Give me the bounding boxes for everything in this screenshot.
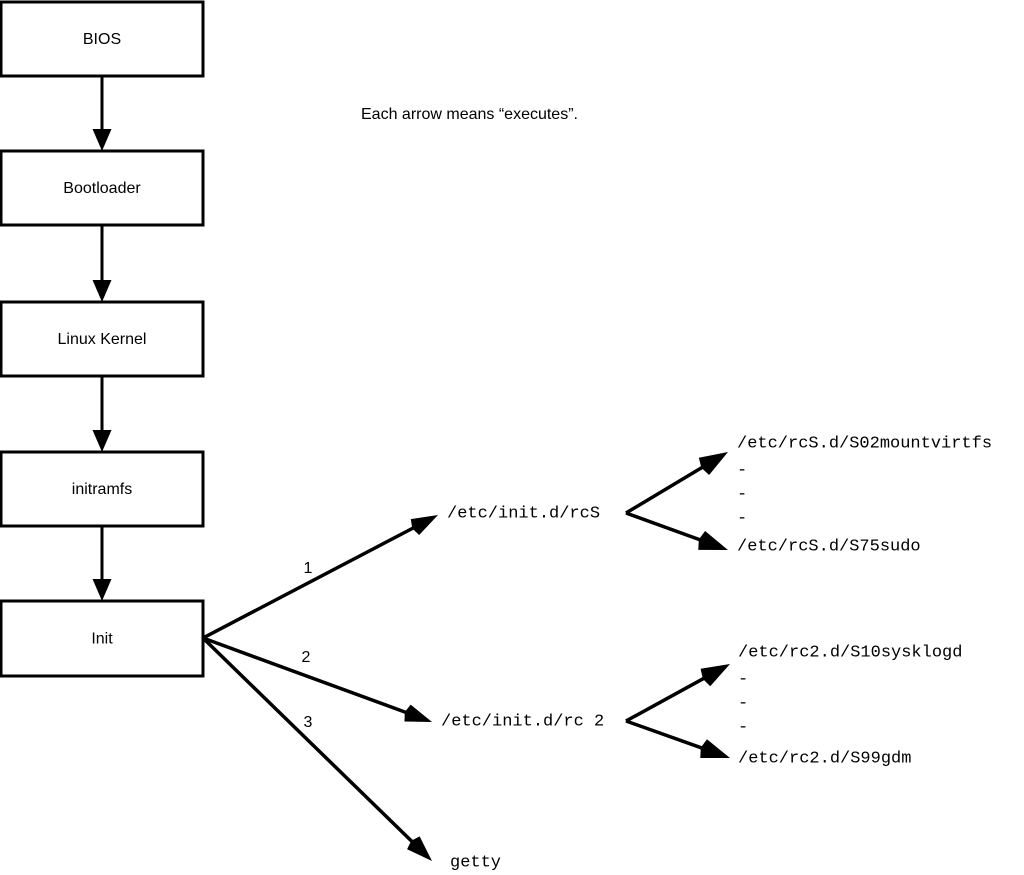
fan-arrow-top-fan-rcs-head — [698, 452, 728, 475]
branch-arrow-branch-2-head — [404, 704, 432, 722]
script-fan-group: /etc/rcS.d/S02mountvirtfs/etc/rcS.d/S75s… — [625, 434, 992, 768]
init-branch-branch-3: 3 getty — [201, 636, 501, 872]
process-box-kernel: Linux Kernel — [0, 300, 205, 378]
fan-arrow-bottom-fan-rc2-head — [700, 739, 730, 759]
branch-arrow-branch-1-head — [410, 515, 438, 536]
script-fan-fan-rc2: /etc/rc2.d/S10sysklogd/etc/rc2.d/S99gdm -… — [625, 643, 962, 768]
process-box-init: Init — [0, 599, 205, 678]
fan-ellipsis-dash-fan-rc2-1: - — [738, 694, 748, 713]
box-outline-bios — [0, 0, 205, 78]
arrow-initramfs-to-init — [92, 526, 112, 601]
branch-target-label-branch-3: getty — [450, 853, 501, 872]
fan-ellipsis-dash-fan-rcs-0: - — [737, 461, 747, 480]
box-outline-init — [0, 599, 205, 678]
arrow-head-bootloader-to-kernel — [92, 280, 112, 302]
box-label-initramfs: initramfs — [72, 481, 132, 498]
branch-arrow-branch-3-stem — [201, 636, 419, 848]
branch-arrow-branch-2-stem — [202, 636, 413, 717]
box-label-init: Init — [91, 631, 113, 648]
fan-arrow-top-fan-rc2-head — [700, 664, 730, 687]
arrow-head-bios-to-bootloader — [92, 129, 112, 151]
branch-number-branch-1: 1 — [304, 560, 313, 577]
vertical-arrow-group — [92, 76, 112, 601]
box-label-bios: BIOS — [83, 31, 121, 48]
arrow-head-kernel-to-initramfs — [92, 430, 112, 452]
init-branch-branch-1: 1/etc/init.d/rcS — [202, 504, 600, 640]
fan-ellipsis-dash-fan-rcs-2: - — [737, 509, 747, 528]
box-outline-kernel — [0, 300, 205, 378]
fan-arrow-bottom-fan-rc2-stem — [625, 719, 709, 752]
box-label-kernel: Linux Kernel — [58, 331, 147, 348]
fan-last-label-fan-rc2: /etc/rc2.d/S99gdm — [738, 749, 911, 768]
arrow-kernel-to-initramfs — [92, 376, 112, 452]
box-label-bootloader: Bootloader — [63, 180, 141, 197]
branch-target-label-branch-2: /etc/init.d/rc 2 — [441, 712, 604, 731]
fan-arrow-bottom-fan-rcs-head — [698, 531, 728, 550]
branch-target-label-branch-1: /etc/init.d/rcS — [447, 504, 600, 523]
fan-arrow-top-fan-rcs-stem — [625, 462, 710, 515]
fan-first-label-fan-rc2: /etc/rc2.d/S10sysklogd — [738, 643, 962, 662]
arrow-bios-to-bootloader — [92, 76, 112, 151]
diagram-caption: Each arrow means “executes”. — [361, 106, 578, 123]
process-box-initramfs: initramfs — [0, 450, 205, 528]
fan-ellipsis-dash-fan-rc2-2: - — [738, 718, 748, 737]
fan-arrow-top-fan-rc2-stem — [625, 673, 711, 723]
branch-number-branch-2: 2 — [302, 649, 311, 666]
process-box-bios: BIOS — [0, 0, 205, 78]
arrow-head-initramfs-to-init — [92, 579, 112, 601]
branch-number-branch-3: 3 — [304, 714, 313, 731]
branch-arrow-branch-3-head — [407, 836, 432, 861]
fan-last-label-fan-rcs: /etc/rcS.d/S75sudo — [737, 537, 921, 556]
init-branch-branch-2: 2/etc/init.d/rc 2 — [202, 636, 604, 731]
fan-ellipsis-dash-fan-rcs-1: - — [737, 485, 747, 504]
fan-arrow-bottom-fan-rcs-stem — [625, 511, 707, 544]
fan-ellipsis-dash-fan-rc2-0: - — [738, 670, 748, 689]
process-box-bootloader: Bootloader — [0, 149, 205, 227]
branch-arrow-branch-1-stem — [202, 523, 421, 640]
arrow-bootloader-to-kernel — [92, 225, 112, 302]
script-fan-fan-rcs: /etc/rcS.d/S02mountvirtfs/etc/rcS.d/S75s… — [625, 434, 992, 556]
fan-first-label-fan-rcs: /etc/rcS.d/S02mountvirtfs — [737, 434, 992, 453]
